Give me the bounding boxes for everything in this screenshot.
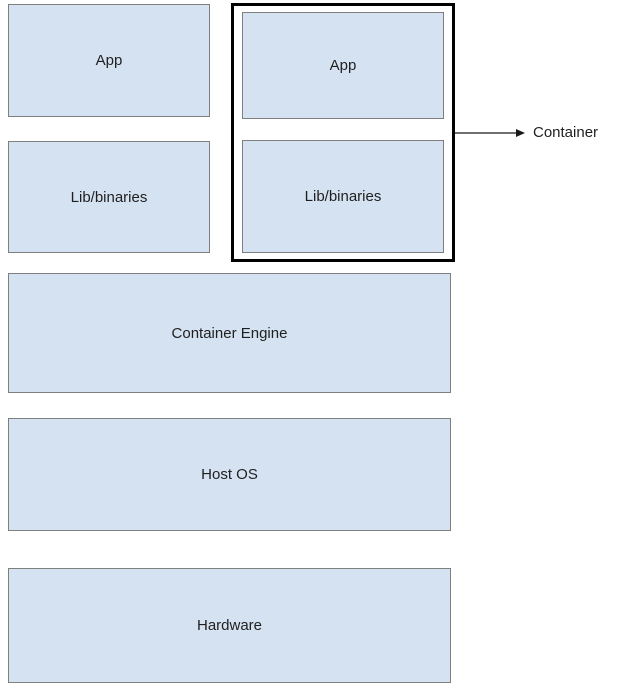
container-app-box: App [242, 12, 444, 119]
container-callout-arrow-icon [455, 129, 525, 137]
host-app-box: App [8, 4, 210, 117]
container-group-outline: App Lib/binaries [231, 3, 455, 262]
container-lib-binaries-box: Lib/binaries [242, 140, 444, 253]
container-callout-label: Container [533, 124, 599, 141]
container-engine-layer: Container Engine [8, 273, 451, 393]
hardware-layer: Hardware [8, 568, 451, 683]
host-lib-binaries-box: Lib/binaries [8, 141, 210, 253]
host-os-layer: Host OS [8, 418, 451, 531]
